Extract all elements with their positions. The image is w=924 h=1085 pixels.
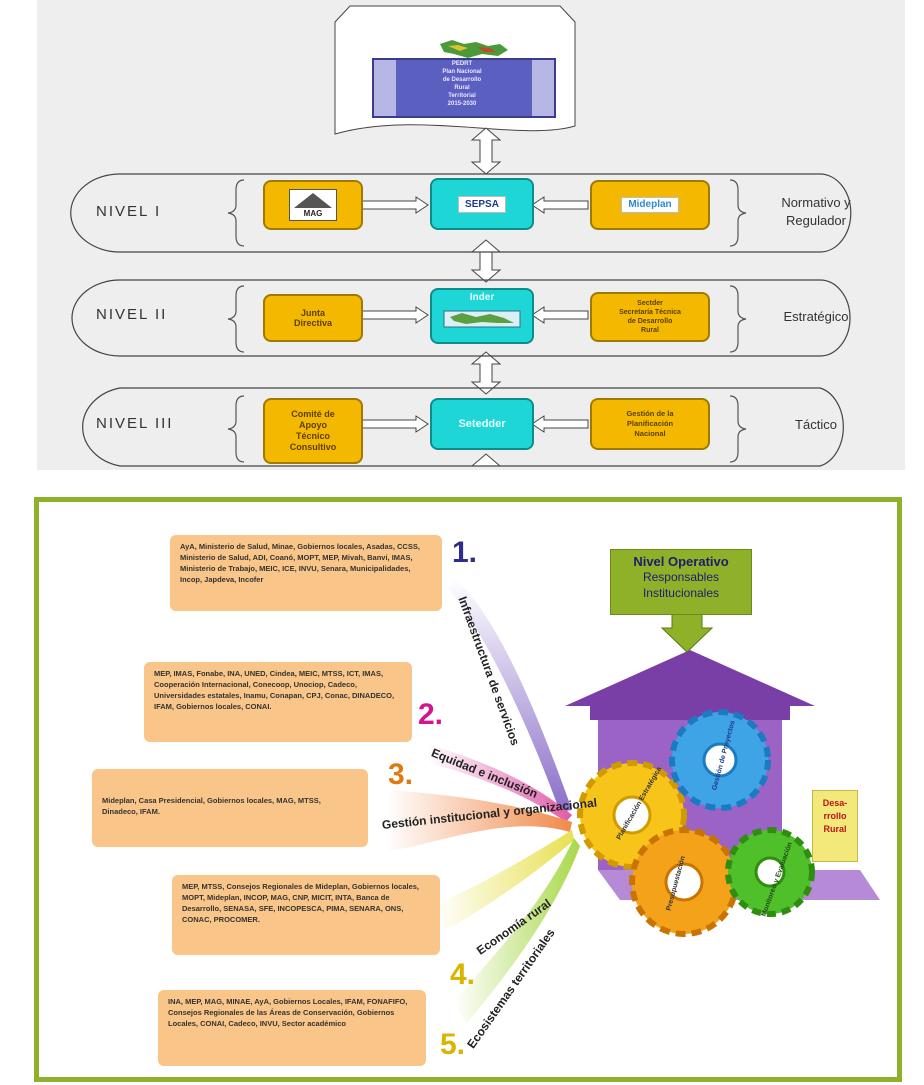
gears xyxy=(577,709,815,937)
axis-1-number: 1. xyxy=(452,536,478,569)
braces xyxy=(227,179,747,463)
ribbon-axis-4 xyxy=(436,830,574,930)
level-capsules xyxy=(70,173,852,467)
level-3-label: NIVEL III xyxy=(96,415,174,432)
axis-4-institutions: MEP, MTSS, Consejos Regionales de Midepl… xyxy=(172,875,440,955)
costa-rica-map-icon xyxy=(440,40,508,58)
level-3-role: Táctico xyxy=(795,417,837,432)
horizontal-arrows xyxy=(361,196,589,433)
vertical-arrows xyxy=(470,127,502,467)
inder-map-icon xyxy=(443,310,521,328)
level-2-label: NIVEL II xyxy=(96,306,168,323)
axis-3-institutions: Mideplan, Casa Presidencial, Gobiernos l… xyxy=(92,769,368,847)
sepsa-box: SEPSA xyxy=(430,178,534,230)
level-2-role: Estratégico xyxy=(783,309,849,324)
axis-2-number: 2. xyxy=(418,698,444,731)
ribbon-axis-1 xyxy=(448,578,572,812)
axis-3-number: 3. xyxy=(388,758,414,791)
down-arrow xyxy=(660,611,714,653)
plan-document-title: PEDRT Plan Nacional de Desarrollo Rural … xyxy=(442,61,482,107)
ribbon-axis-3 xyxy=(386,790,572,852)
setedder-box: Setedder xyxy=(430,398,534,450)
axis-5-number: 5. xyxy=(440,1028,466,1061)
axis-2-institutions: MEP, IMAS, Fonabe, INA, UNED, Cindea, ME… xyxy=(144,662,412,742)
mideplan-logo: Mideplan xyxy=(621,197,679,213)
axis-1-institutions: AyA, Ministerio de Salud, Minae, Gobiern… xyxy=(170,535,442,611)
nivel-operativo-box: Nivel Operativo Responsables Institucion… xyxy=(610,549,752,615)
level-1-label: NIVEL I xyxy=(96,203,162,220)
sepsa-logo: SEPSA xyxy=(458,195,506,213)
axis-5-institutions: INA, MEP, MAG, MINAE, AyA, Gobiernos Loc… xyxy=(158,990,426,1066)
ribbon-axis-2 xyxy=(428,745,572,822)
mag-box: MAG xyxy=(263,180,363,230)
ribbon-axis-5 xyxy=(454,838,580,1024)
axis-4-number: 4. xyxy=(450,958,476,991)
plan-document-cover xyxy=(372,58,556,118)
inder-label: Inder xyxy=(469,292,495,303)
desarrollo-rural-box: Desa- rrollo Rural xyxy=(812,790,858,862)
mideplan-box: Mideplan xyxy=(590,180,710,230)
inder-box: Inder xyxy=(430,288,534,344)
mag-logo-icon: MAG xyxy=(289,189,337,221)
house-roof xyxy=(565,650,815,720)
